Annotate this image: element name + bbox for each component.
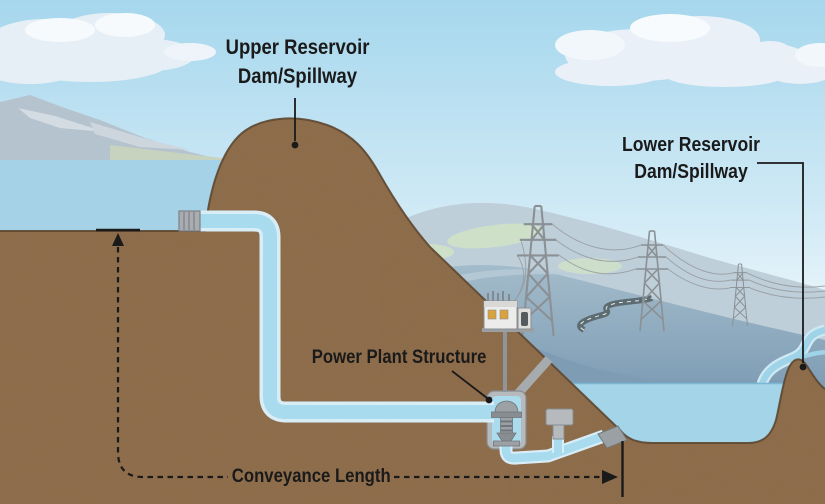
- lower-reservoir-pointer-line: [757, 162, 804, 363]
- conveyance-length-label: Conveyance Length: [231, 466, 391, 487]
- turbine-generator-icon: [491, 400, 522, 447]
- transformer-window: [499, 309, 509, 320]
- switchgear-slot: [521, 312, 528, 326]
- valve-structure: [545, 408, 574, 440]
- upper-reservoir-water: [0, 160, 221, 231]
- cloud-right: [750, 41, 825, 84]
- upper-reservoir-label-line2: Dam/Spillway: [237, 65, 358, 88]
- upper-reservoir-label: Upper Reservoir Dam/Spillway: [216, 33, 379, 91]
- cloud-center: [555, 14, 810, 87]
- substation-base: [482, 328, 534, 332]
- power-lines: [508, 223, 825, 307]
- conveyance-arrow-right-icon: [602, 470, 618, 484]
- river: [756, 324, 825, 386]
- access-tunnel: [512, 356, 553, 399]
- conveyance-arrow-up-icon: [112, 233, 124, 246]
- clouds: [0, 13, 825, 87]
- upper-reservoir-label-line1: Upper Reservoir: [225, 36, 370, 59]
- transformer-window: [487, 309, 497, 320]
- intake-structure: [178, 210, 201, 232]
- lower-reservoir-label: Lower Reservoir Dam/Spillway: [611, 132, 771, 186]
- road: [577, 295, 653, 333]
- power-plant-pointer-line: [451, 370, 488, 399]
- lower-reservoir-pointer-dot: [799, 363, 807, 371]
- power-cable: [503, 331, 507, 392]
- lower-reservoir-label-line1: Lower Reservoir: [622, 134, 760, 156]
- mid-hill-highlight: [420, 269, 600, 292]
- transformer-roof: [484, 301, 517, 307]
- penstock-pipe: [200, 210, 494, 423]
- cloud-left: [0, 13, 216, 84]
- upper-reservoir-pointer-dot: [291, 141, 299, 149]
- conveyance-dashed-line-left: [116, 247, 228, 479]
- lower-reservoir-label-line2: Dam/Spillway: [634, 161, 748, 183]
- power-plant-pointer-dot: [485, 396, 493, 404]
- power-plant-label: Power Plant Structure: [311, 347, 487, 368]
- outlet-structure: [597, 425, 628, 449]
- conveyance-annotation: [96, 228, 624, 497]
- distant-mountains: [0, 95, 222, 163]
- label-pointers: [291, 98, 807, 404]
- transformer-substation: [482, 291, 534, 332]
